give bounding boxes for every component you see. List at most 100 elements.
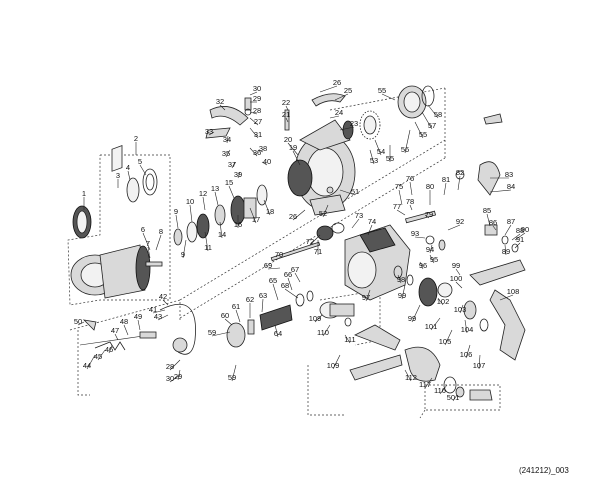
leader-line bbox=[211, 331, 231, 337]
part-number-label: 43 bbox=[154, 312, 162, 321]
leader-line bbox=[365, 289, 371, 302]
part-number-label: 71 bbox=[314, 247, 322, 256]
part-number-label: 82 bbox=[456, 168, 464, 177]
part-number-label: 33 bbox=[205, 127, 213, 136]
part-number-label: 53 bbox=[370, 156, 378, 165]
part-number-label: 38 bbox=[259, 144, 267, 153]
part-number-label: 44 bbox=[83, 361, 91, 370]
body-assembly bbox=[344, 161, 526, 361]
part-number-label: 64 bbox=[274, 329, 282, 338]
part-number-label: 20 bbox=[284, 135, 292, 144]
part-number-label: 9 bbox=[174, 207, 178, 216]
leader-line bbox=[339, 126, 355, 131]
leader-line bbox=[231, 364, 237, 382]
leader-line bbox=[285, 117, 289, 123]
part-number-label: 96 bbox=[419, 261, 427, 270]
leader-line bbox=[147, 246, 151, 259]
part-number-label: 108 bbox=[507, 287, 520, 296]
leader-line bbox=[249, 207, 257, 224]
group-outlines bbox=[67, 87, 501, 419]
leader-line bbox=[309, 234, 321, 246]
part-number-label: 18 bbox=[266, 207, 274, 216]
leader-line bbox=[486, 213, 491, 227]
part-number-label: 42 bbox=[159, 292, 167, 301]
leader-line bbox=[427, 104, 439, 119]
part-number-label: 24 bbox=[335, 108, 343, 117]
part-number-label: 37 bbox=[228, 160, 236, 169]
part-number-label: 94 bbox=[426, 245, 434, 254]
leader-line bbox=[401, 284, 406, 300]
part-number-label: 102 bbox=[437, 297, 450, 306]
pinion-assembly bbox=[342, 85, 435, 140]
part-number-label: 97 bbox=[362, 293, 370, 302]
part-number-label: 10 bbox=[186, 197, 194, 206]
leader-line bbox=[429, 254, 435, 264]
leader-line bbox=[374, 139, 382, 156]
leader-line bbox=[235, 309, 241, 323]
part-number-label: 117 bbox=[419, 380, 431, 389]
leader-line bbox=[424, 214, 430, 219]
part-number-label: 65 bbox=[269, 276, 277, 285]
washer-part bbox=[126, 177, 140, 203]
leader-line bbox=[162, 299, 169, 306]
leader-line bbox=[514, 232, 526, 241]
part-number-label: 56 bbox=[401, 145, 409, 154]
leader-line bbox=[439, 384, 448, 395]
leader-line bbox=[457, 175, 461, 191]
leader-line bbox=[478, 354, 481, 370]
part-number-label: 6 bbox=[141, 225, 145, 234]
part-number-label: 63 bbox=[259, 291, 267, 300]
leader-line bbox=[108, 344, 113, 354]
leader-line bbox=[437, 297, 444, 306]
leader-line bbox=[430, 317, 441, 331]
leader-line bbox=[249, 117, 259, 126]
leader-line bbox=[77, 321, 85, 326]
part-number-label: 21 bbox=[282, 110, 290, 119]
part-number-label: 34 bbox=[223, 135, 231, 144]
part-number-label: 88 bbox=[516, 226, 524, 235]
leader-line bbox=[204, 231, 209, 252]
part-number-label: 46 bbox=[105, 345, 113, 354]
part-number-label: 69 bbox=[264, 261, 272, 270]
leader-line bbox=[411, 304, 421, 323]
leader-line bbox=[447, 224, 461, 231]
part-number-labels: 1234567899101112131415161718192021222324… bbox=[74, 78, 529, 402]
part-number-label: 36 bbox=[253, 148, 261, 157]
leader-line bbox=[511, 233, 521, 241]
part-number-label: 55 bbox=[378, 86, 386, 95]
part-number-label: 73 bbox=[355, 211, 363, 220]
leader-line bbox=[409, 204, 413, 211]
leader-line bbox=[421, 111, 433, 130]
part-number-label: 78 bbox=[406, 197, 414, 206]
part-number-label: 104 bbox=[461, 325, 474, 334]
leader-line bbox=[292, 150, 301, 166]
leader-line bbox=[381, 93, 396, 101]
part-number-label: 16 bbox=[234, 220, 242, 229]
part-number-label: 106 bbox=[460, 350, 473, 359]
part-number-label: 58 bbox=[434, 110, 442, 119]
leader-line bbox=[492, 225, 497, 231]
leader-line bbox=[231, 161, 236, 169]
drive-gear-part bbox=[418, 277, 438, 307]
leader-line bbox=[175, 214, 179, 229]
reel-foot-part bbox=[469, 259, 526, 286]
leader-line bbox=[228, 185, 235, 199]
leader-line bbox=[322, 204, 329, 218]
leader-line bbox=[489, 189, 512, 193]
part-number-label: 5 bbox=[138, 157, 142, 166]
part-number-label: 87 bbox=[507, 217, 515, 226]
leader-line bbox=[263, 199, 271, 216]
leader-line bbox=[274, 324, 279, 338]
part-number-label: 110 bbox=[317, 328, 329, 337]
leader-line bbox=[397, 274, 402, 284]
part-number-label: 48 bbox=[120, 317, 128, 326]
part-number-label: 57 bbox=[428, 121, 436, 130]
leader-line bbox=[455, 268, 461, 276]
part-number-label: 1 bbox=[82, 189, 86, 198]
leader-line bbox=[139, 164, 147, 176]
part-number-label: 86 bbox=[489, 218, 497, 227]
part-number-label: 107 bbox=[473, 361, 486, 370]
part-number-label: 60 bbox=[221, 311, 229, 320]
part-number-label: 52 bbox=[319, 209, 327, 218]
